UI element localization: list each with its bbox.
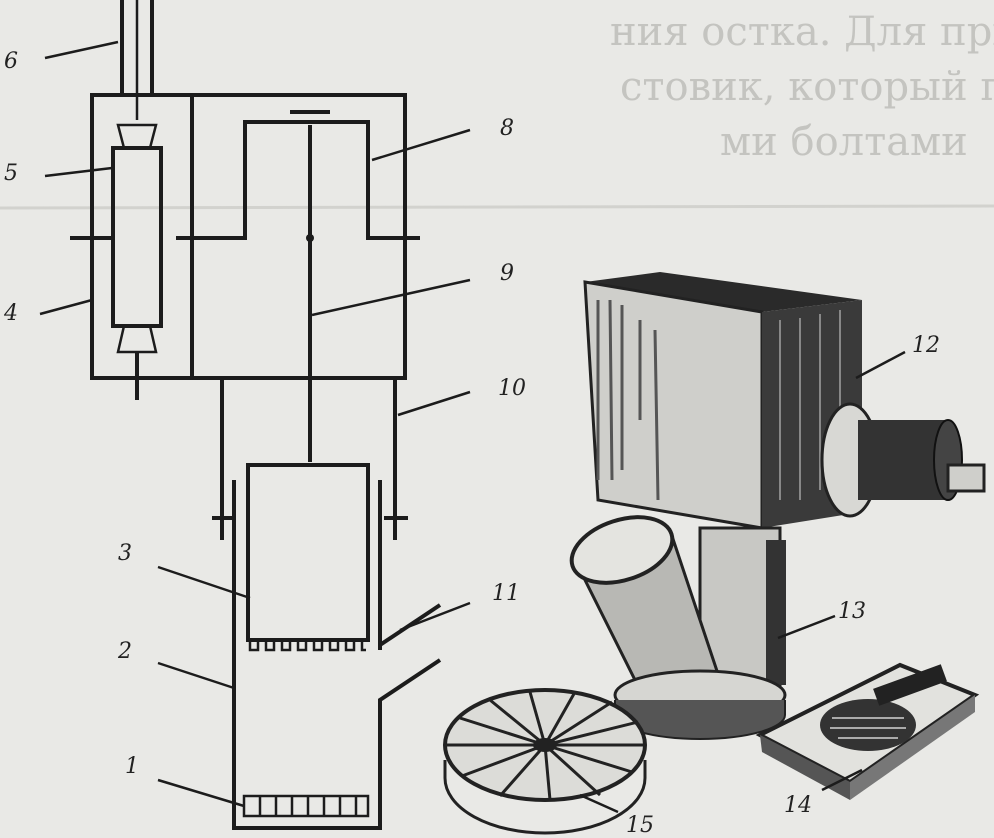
inner-frame-8 <box>192 120 400 240</box>
cylinder-5 <box>111 146 163 328</box>
label-1: 1 <box>125 754 139 779</box>
impeller-hub <box>533 738 557 752</box>
leader-14 <box>821 768 863 792</box>
leader-10 <box>397 390 471 417</box>
basket-3 <box>246 463 370 642</box>
label-2: 2 <box>117 639 132 664</box>
grate-slots <box>830 717 906 739</box>
rod-joint <box>306 234 314 242</box>
leader-6 <box>44 40 119 60</box>
background-text-line: ми болтами <box>720 119 968 165</box>
bottom-grid-1 <box>242 794 370 818</box>
apparatus-illustration <box>443 272 986 835</box>
plate-slots <box>873 664 947 706</box>
leader-8 <box>371 128 471 162</box>
basket-teeth <box>248 638 366 652</box>
box-shading <box>596 299 660 501</box>
label-3: 3 <box>118 541 132 566</box>
leader-4 <box>39 298 93 316</box>
leader-12 <box>855 350 906 380</box>
label-15: 15 <box>626 813 654 838</box>
plate-grate <box>820 699 916 751</box>
motor-shaft <box>946 463 986 493</box>
background-rule <box>0 204 994 210</box>
box-top <box>585 272 862 312</box>
cylinder-cap-bottom <box>116 324 158 354</box>
cylinder-cap-top <box>116 123 158 150</box>
label-8: 8 <box>500 116 514 141</box>
vessel-2 <box>232 480 442 830</box>
background-text-line: ния остка. Для применения в прво <box>610 9 994 55</box>
leader-15 <box>579 793 619 814</box>
plate-edge-side <box>850 695 975 800</box>
leader-5 <box>44 166 113 178</box>
label-14: 14 <box>784 793 812 818</box>
leader-1 <box>157 778 245 808</box>
funnel-mouth <box>569 515 675 585</box>
label-5: 5 <box>4 161 18 186</box>
leader-3 <box>157 565 251 600</box>
box-side-ribs <box>779 310 841 500</box>
label-12: 12 <box>912 333 940 358</box>
impeller-rim <box>443 760 647 835</box>
background-text-line: стовик, который помещается в масло <box>620 64 994 110</box>
plate-edge-front <box>760 735 850 800</box>
label-10: 10 <box>498 376 526 401</box>
label-13: 13 <box>838 599 866 624</box>
grid-bars <box>258 796 358 816</box>
leader-2 <box>157 661 235 690</box>
leader-9 <box>311 278 471 317</box>
label-4: 4 <box>3 301 18 326</box>
column-shadow <box>766 540 786 685</box>
label-9: 9 <box>500 261 514 286</box>
leader-11 <box>399 601 471 632</box>
label-6: 6 <box>4 49 18 74</box>
upper-housing <box>90 93 407 380</box>
label-11: 11 <box>492 581 520 606</box>
schematic-diagram <box>39 0 471 830</box>
impeller-blades <box>445 691 645 801</box>
leader-13 <box>777 614 836 640</box>
